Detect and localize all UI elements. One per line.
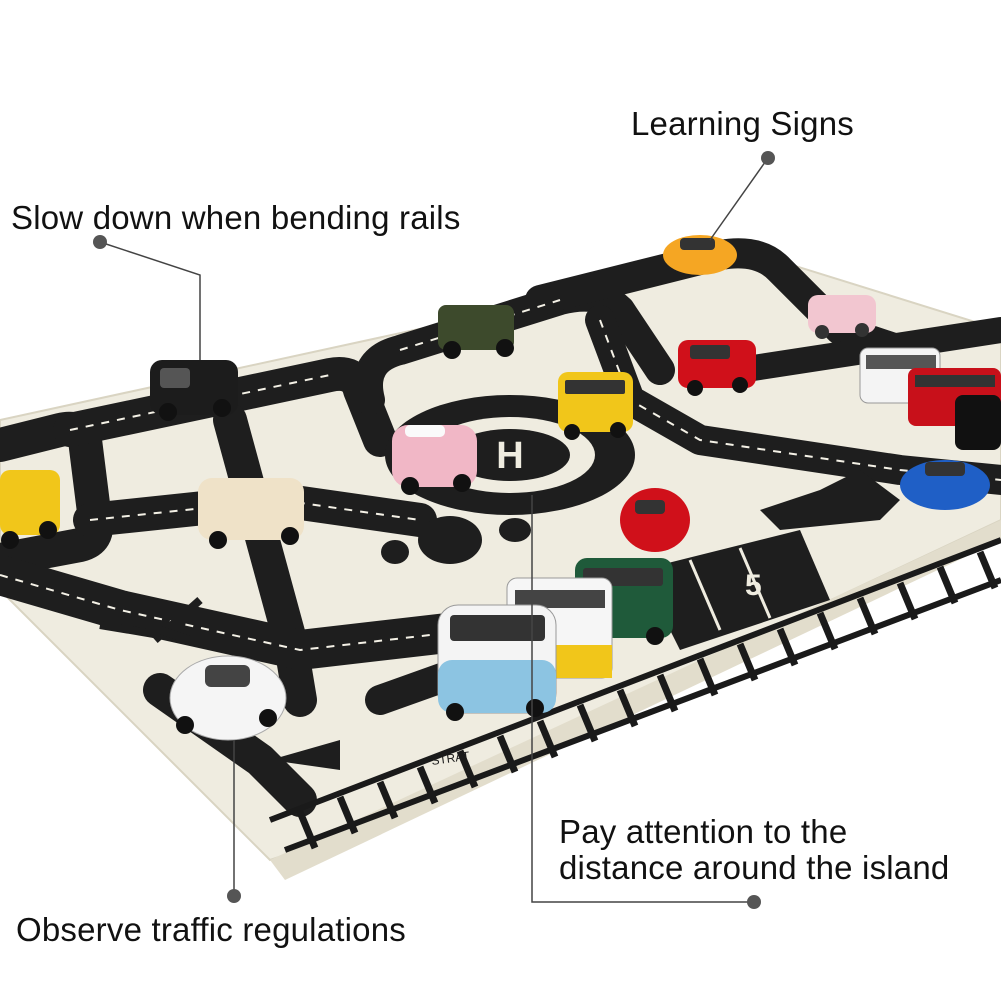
black-car-edge: [955, 395, 1001, 450]
pink-suv: [808, 295, 876, 339]
helipad-label: H: [496, 435, 523, 477]
cream-classic-car: [198, 478, 304, 549]
orange-car: [663, 235, 737, 275]
callout-slow-down-text: Slow down when bending rails: [11, 199, 461, 236]
callout-distance-island: Pay attention to the distance around the…: [559, 814, 949, 886]
callout-learning-signs-text: Learning Signs: [631, 105, 854, 142]
parking-number: 5: [745, 569, 762, 602]
callout-leaders: [99, 157, 769, 903]
yellow-bus: [558, 372, 633, 440]
buildings: [270, 470, 900, 770]
callout-learning-signs: Learning Signs: [631, 106, 854, 142]
blue-vw-bus: [437, 604, 557, 721]
red-car-top: [678, 340, 756, 396]
railway: [268, 537, 1001, 853]
parking-lot: [640, 530, 830, 650]
callout-distance-line2: distance around the island: [559, 849, 950, 886]
pink-mini: [392, 425, 477, 495]
callout-slow-down: Slow down when bending rails: [11, 200, 461, 236]
green-jeep: [438, 305, 514, 359]
yellow-jeep: [0, 470, 60, 549]
toy-cars: [0, 235, 1001, 741]
callout-dots: [93, 151, 775, 909]
callout-observe-traffic: Observe traffic regulations: [16, 912, 406, 948]
callout-distance-line1: Pay attention to the: [559, 813, 848, 850]
white-suv: [169, 655, 287, 741]
windmill: [99, 597, 203, 644]
black-van: [150, 360, 238, 421]
hot-air-balloons: [381, 516, 531, 564]
blue-car: [900, 460, 990, 510]
red-sports-car: [620, 488, 690, 552]
callout-observe-text: Observe traffic regulations: [16, 911, 406, 948]
